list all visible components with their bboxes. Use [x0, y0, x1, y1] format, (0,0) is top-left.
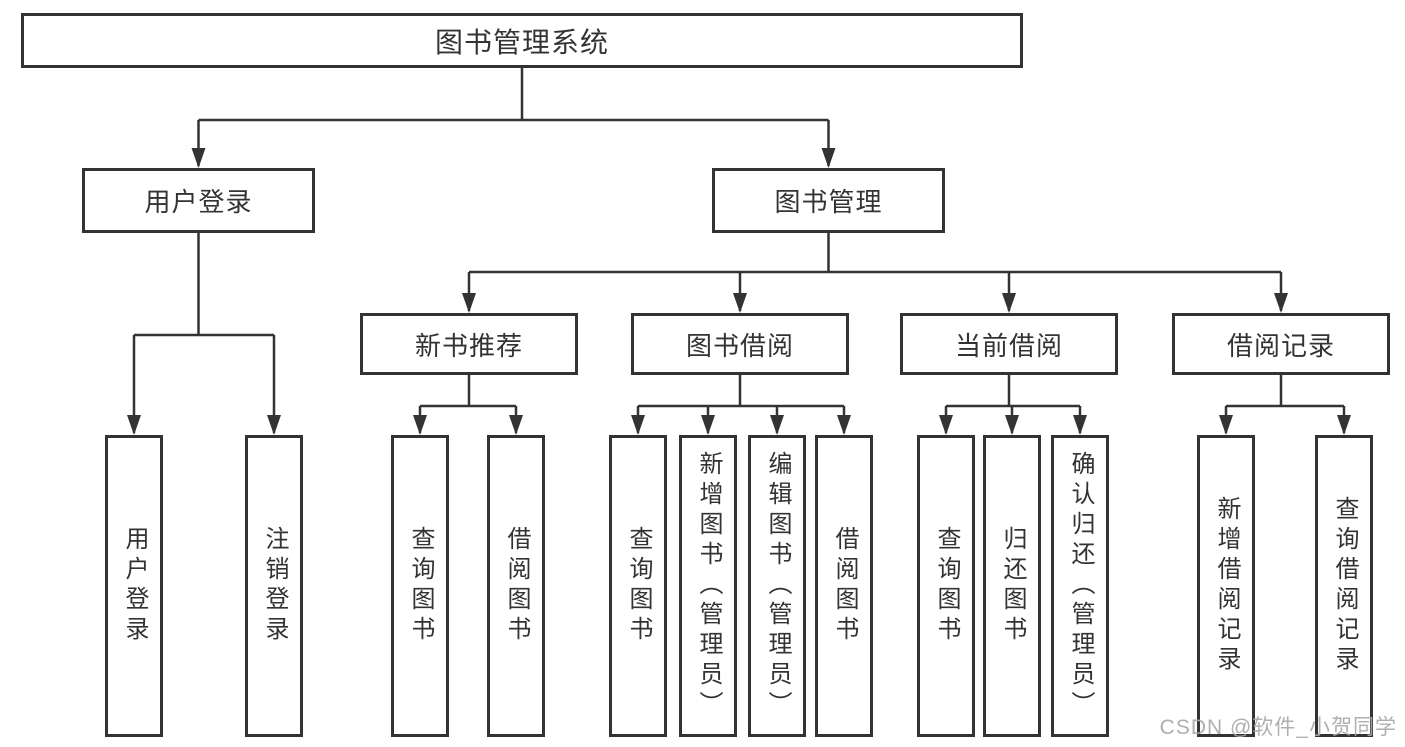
node-label: 借阅记录 — [1226, 330, 1335, 361]
node-label: 用户登录 — [121, 526, 148, 646]
node-label: 借阅图书 — [503, 526, 530, 646]
leaf-query-book-3: 查询图书 — [917, 435, 975, 737]
leaf-logout: 注销登录 — [245, 435, 303, 737]
connector-root — [198, 68, 829, 122]
node-label: 图书借阅 — [685, 330, 794, 361]
node-label: 归还图书 — [999, 526, 1026, 646]
node-label: 新增借阅记录 — [1213, 496, 1240, 676]
leaf-borrow-book-2: 借阅图书 — [815, 435, 873, 737]
node-label: 查询图书 — [933, 526, 960, 646]
connector-book-borrow — [638, 375, 844, 408]
connector-borrow-record — [1226, 375, 1344, 408]
node-book-borrow: 图书借阅 — [631, 313, 849, 375]
node-label: 查询图书 — [625, 526, 652, 646]
node-user-login: 用户登录 — [82, 168, 315, 233]
node-borrow-record: 借阅记录 — [1172, 313, 1390, 375]
leaf-borrow-book-1: 借阅图书 — [487, 435, 545, 737]
connector-current-borrow — [946, 375, 1080, 408]
node-label: 用户登录 — [144, 187, 253, 217]
node-label: 注销登录 — [261, 526, 288, 646]
node-label: 查询借阅记录 — [1331, 496, 1358, 676]
node-label: 图书管理系统 — [434, 26, 609, 58]
node-label: 编辑图书（管理员） — [764, 451, 791, 721]
node-label: 当前借阅 — [954, 330, 1063, 361]
leaf-query-book-1: 查询图书 — [391, 435, 449, 737]
leaf-edit-book-admin: 编辑图书（管理员） — [748, 435, 806, 737]
connector-user-login — [134, 233, 274, 337]
leaf-query-borrow-record: 查询借阅记录 — [1315, 435, 1373, 737]
leaf-query-book-2: 查询图书 — [609, 435, 667, 737]
node-label: 确认归还（管理员） — [1067, 451, 1094, 721]
node-book-management: 图书管理 — [712, 168, 945, 233]
node-label: 新增图书（管理员） — [695, 451, 722, 721]
leaf-return-book: 归还图书 — [983, 435, 1041, 737]
node-label: 借阅图书 — [831, 526, 858, 646]
leaf-add-borrow-record: 新增借阅记录 — [1197, 435, 1255, 737]
node-root-library-system: 图书管理系统 — [21, 13, 1023, 68]
leaf-user-login: 用户登录 — [105, 435, 163, 737]
node-label: 查询图书 — [407, 526, 434, 646]
csdn-watermark: CSDN @软件_小贺同学 — [1159, 716, 1397, 739]
leaf-add-book-admin: 新增图书（管理员） — [679, 435, 737, 737]
node-label: 图书管理 — [774, 187, 883, 217]
leaf-confirm-return-admin: 确认归还（管理员） — [1051, 435, 1109, 737]
connector-book-management — [469, 233, 1281, 274]
node-new-book-recommend: 新书推荐 — [360, 313, 578, 375]
node-label: 新书推荐 — [414, 330, 523, 361]
connector-new-book — [420, 375, 516, 408]
node-current-borrow: 当前借阅 — [900, 313, 1118, 375]
